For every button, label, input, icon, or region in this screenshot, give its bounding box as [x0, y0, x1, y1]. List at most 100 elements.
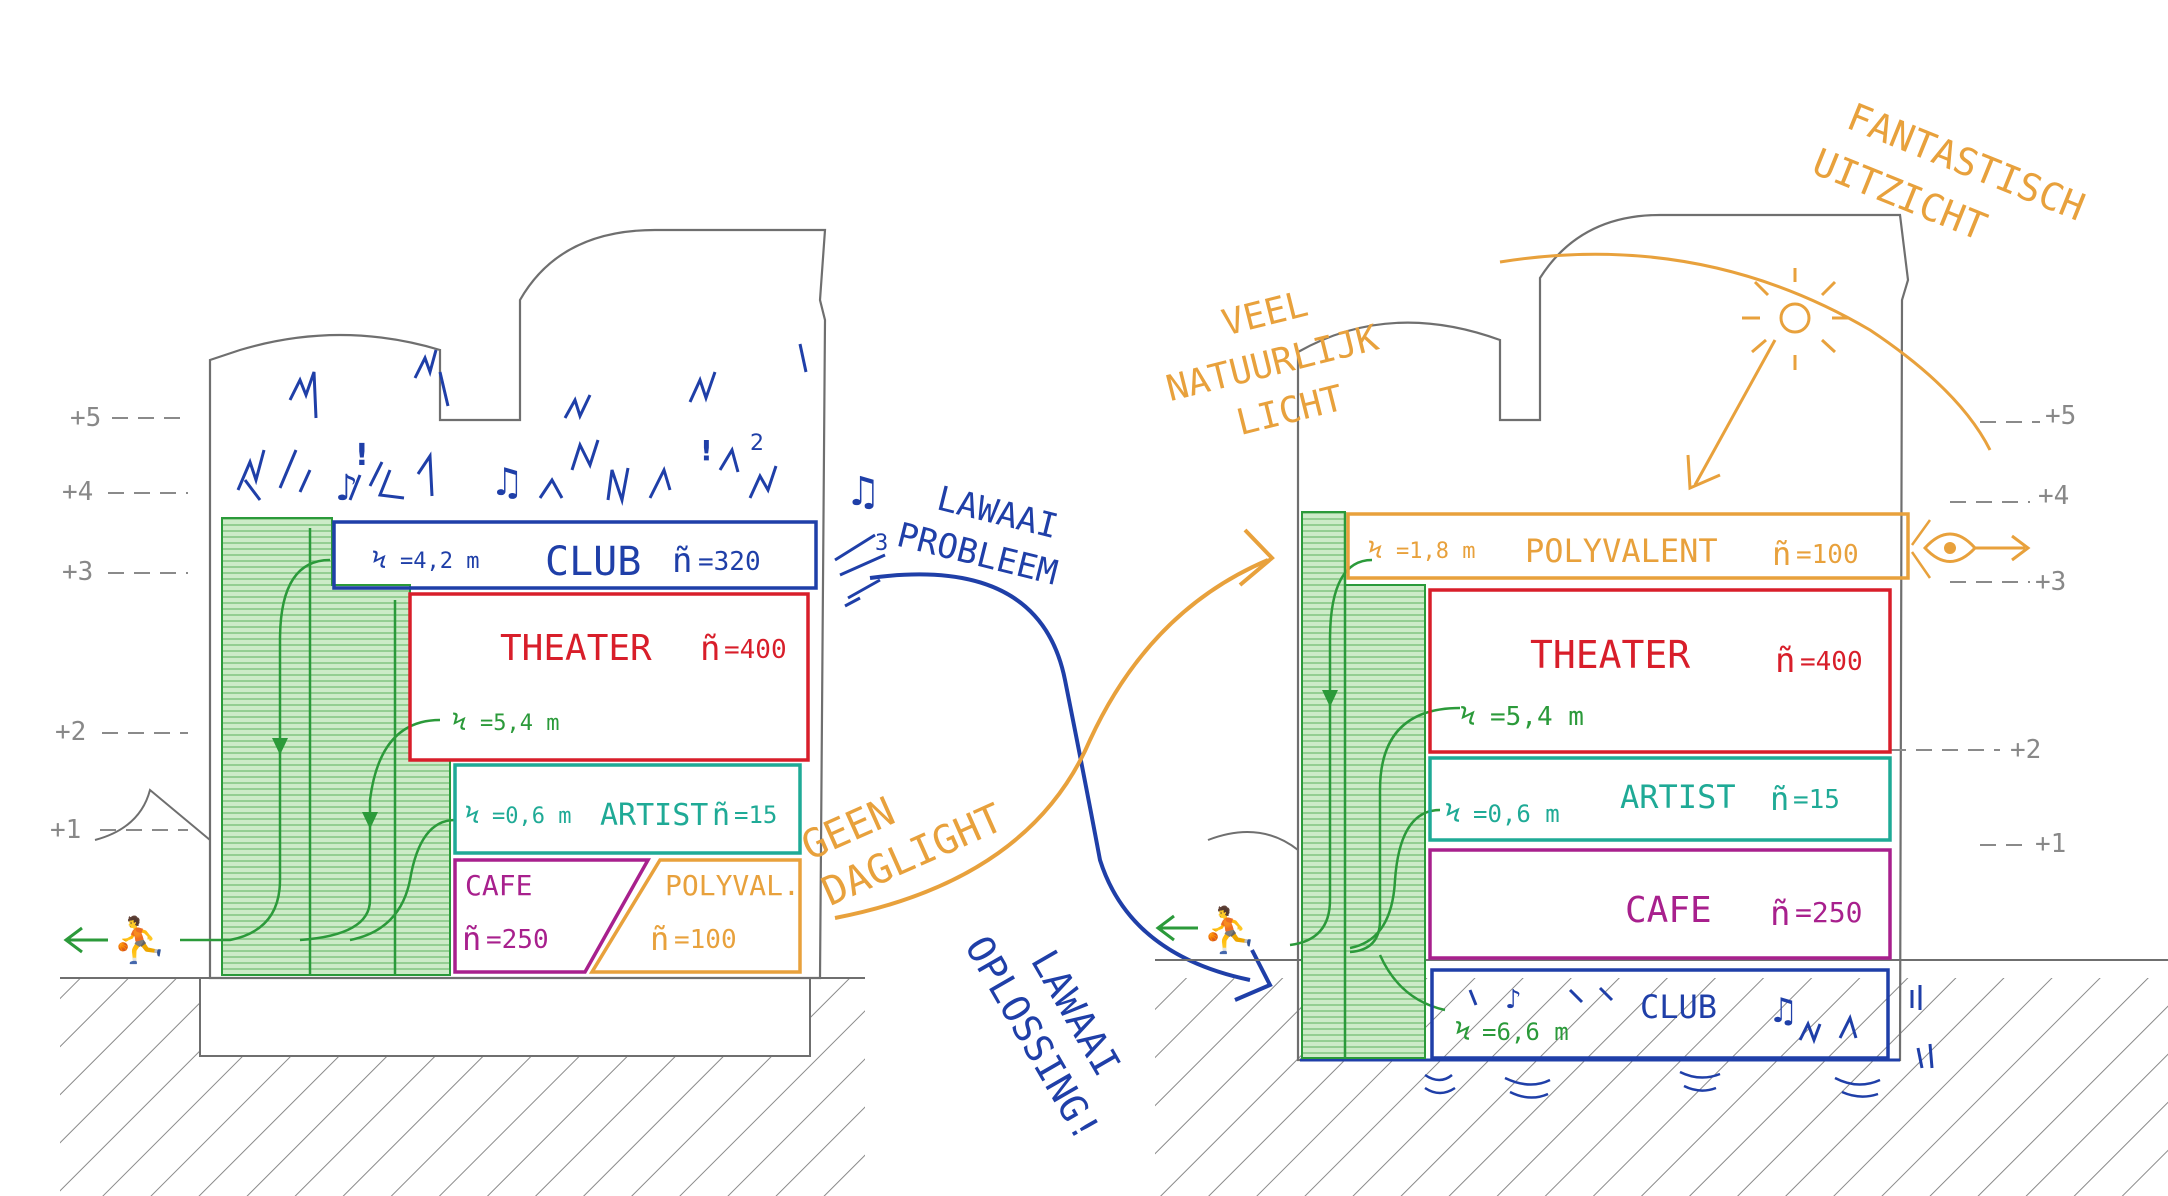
- music-note-icon: ♫: [490, 460, 524, 504]
- level-label: +1: [2035, 829, 2066, 859]
- person-icon: ñ: [1775, 641, 1795, 681]
- level-label: +3: [62, 557, 93, 587]
- capacity: =250: [1795, 896, 1862, 929]
- stair-height: =0,6 m: [1473, 800, 1560, 828]
- room-name: ARTIST: [1620, 778, 1736, 816]
- theater-contents: THEATER ñ =400 Ϟ =5,4 m: [452, 628, 787, 736]
- person-icon: ñ: [650, 920, 669, 958]
- stair-icon: Ϟ: [1460, 702, 1476, 732]
- person-icon: ñ: [1770, 780, 1789, 818]
- cafe-room: [453, 858, 651, 974]
- running-person-icon: ⛹: [1202, 903, 1257, 956]
- level-label: +2: [55, 717, 86, 747]
- room-name: CLUB: [1640, 988, 1717, 1026]
- stair-icon: Ϟ: [452, 708, 466, 736]
- capacity: =400: [724, 635, 787, 665]
- polyvalent-room: [1346, 512, 1910, 580]
- exit-sign: ⛹: [1155, 903, 1257, 956]
- capacity: =250: [486, 925, 549, 955]
- building-outline: [208, 228, 827, 980]
- level-label: +4: [2038, 481, 2069, 511]
- polyval-contents: POLYVAL. ñ =100: [650, 869, 800, 958]
- sun: [1499, 252, 1992, 491]
- noise-digit: 3: [875, 531, 888, 556]
- artist-contents: Ϟ =0,6 m ARTIST ñ =15: [465, 798, 777, 833]
- arrow-icon: [1238, 528, 1275, 587]
- capacity: =15: [734, 801, 777, 829]
- cafe-room: [1428, 848, 1892, 960]
- stair-height: =6,6 m: [1482, 1018, 1569, 1046]
- noise-digit: 2: [750, 431, 764, 456]
- stair-height: =5,4 m: [480, 711, 559, 736]
- room-name: THEATER: [500, 628, 652, 669]
- arrow-icon: [1686, 454, 1721, 491]
- running-person-icon: ⛹: [112, 913, 167, 966]
- capacity: =100: [1796, 540, 1859, 570]
- basement: [199, 977, 811, 1057]
- person-icon: ñ: [1770, 894, 1790, 934]
- music-note-icon: ♫: [845, 469, 881, 515]
- level-label: +1: [50, 815, 81, 845]
- stair-icon: Ϟ: [1445, 799, 1461, 829]
- building-outline: [1296, 213, 1910, 1062]
- stair-icon: Ϟ: [465, 801, 479, 829]
- left-section: +5 +4 +3 +2 +1: [50, 228, 881, 1196]
- sun-path: [1499, 252, 1992, 451]
- polyval-room: [588, 858, 802, 974]
- level-label: +5: [70, 403, 101, 433]
- exclamation-mark: !: [355, 438, 369, 473]
- theater-room: [1428, 588, 1892, 754]
- cafe-contents: CAFE ñ =250: [462, 869, 549, 958]
- room-name: THEATER: [1530, 633, 1690, 677]
- orange-arrow: [834, 558, 1269, 920]
- stair-icon: Ϟ: [372, 546, 386, 574]
- club-contents: Ϟ =6,6 m CLUB ♪ ♫: [1455, 985, 1934, 1069]
- person-icon: ñ: [712, 798, 730, 833]
- capacity: =400: [1800, 647, 1863, 677]
- room-name: ARTIST: [600, 798, 708, 833]
- room-name: POLYVAL.: [665, 869, 800, 902]
- cafe-contents: CAFE ñ =250: [1625, 890, 1862, 934]
- sun-icon: [1779, 302, 1811, 334]
- level-label: +4: [62, 477, 93, 507]
- right-section: +5 +4 +3 +2 +1 Ϟ =1,8 m POLYVALENT ñ =10…: [1155, 95, 2168, 1196]
- capacity: =15: [1793, 785, 1840, 815]
- stair-core: [180, 517, 456, 976]
- club-room: [1430, 968, 1890, 1060]
- person-icon: ñ: [1772, 535, 1791, 573]
- stair-height: =0,6 m: [492, 804, 571, 829]
- person-icon: ñ: [462, 920, 481, 958]
- room-name: CAFE: [465, 869, 532, 902]
- artist-contents: Ϟ =0,6 m ARTIST ñ =15: [1445, 778, 1840, 829]
- level-markers: +5 +4 +3 +2 +1: [50, 403, 188, 845]
- level-label: +2: [2010, 735, 2041, 765]
- view-indicator: [1910, 519, 2031, 579]
- music-note-icon: ♪: [335, 468, 358, 509]
- noise-marks: [236, 343, 808, 506]
- capacity: =100: [674, 925, 737, 955]
- polyvalent-contents: Ϟ =1,8 m POLYVALENT ñ =100: [1368, 532, 1859, 573]
- exclamation-mark: !: [700, 434, 713, 467]
- music-note-icon: ♫: [1768, 991, 1798, 1031]
- stair-height: =4,2 m: [400, 549, 479, 574]
- arrow-icon: [2011, 534, 2031, 562]
- stair-icon: Ϟ: [1368, 536, 1382, 564]
- artist-room: [1428, 756, 1892, 842]
- level-markers: +5 +4 +3 +2 +1: [1890, 401, 2076, 859]
- room-name: CLUB: [545, 539, 641, 585]
- room-name: CAFE: [1625, 890, 1712, 931]
- club-room: [332, 520, 818, 590]
- exit-sign: ⛹: [63, 913, 167, 966]
- vibration-marks: [1424, 1070, 1881, 1099]
- level-label: +3: [2035, 567, 2066, 597]
- theater-contents: THEATER ñ =400 Ϟ =5,4 m: [1460, 633, 1863, 732]
- theater-room: [408, 592, 810, 762]
- room-name: POLYVALENT: [1525, 532, 1718, 570]
- artist-room: [453, 763, 802, 855]
- club-contents: Ϟ =4,2 m CLUB ñ =320: [372, 539, 761, 585]
- stair-icon: Ϟ: [1455, 1017, 1471, 1047]
- stair-height: =5,4 m: [1490, 702, 1584, 732]
- blue-arrow: [869, 572, 1251, 982]
- person-icon: ñ: [672, 541, 692, 581]
